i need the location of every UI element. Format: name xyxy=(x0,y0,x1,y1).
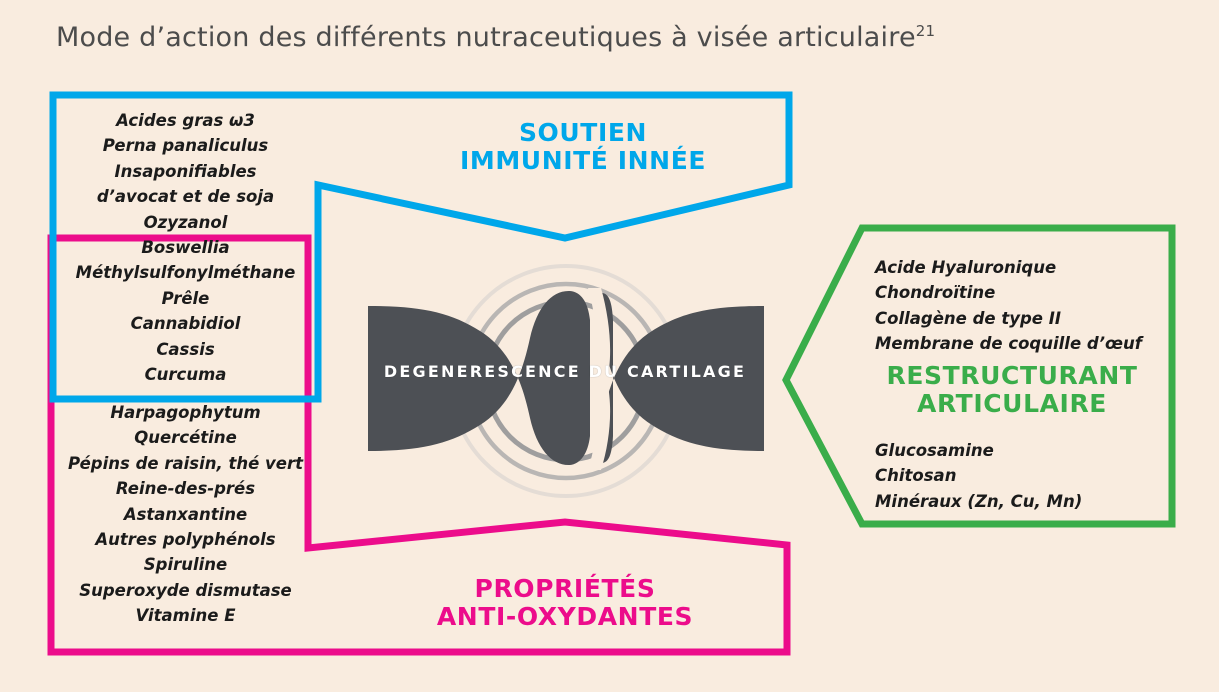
green-panel-heading: RESTRUCTURANT ARTICULAIRE xyxy=(862,361,1162,419)
joint-rings xyxy=(449,264,683,498)
list-item: Superoxyde dismutase xyxy=(79,580,292,600)
list-item: Glucosamine xyxy=(875,441,994,460)
green-panel-heading-line2: ARTICULAIRE xyxy=(917,389,1107,419)
list-item: Boswellia xyxy=(141,238,230,258)
list-item: Minéraux (Zn, Cu, Mn) xyxy=(875,491,1083,511)
page-title: Mode d’action des différents nutraceutiq… xyxy=(56,22,935,53)
list-item: Ozyzanol xyxy=(143,212,228,232)
green-panel-item-list-top: Acide Hyaluronique Chondroïtine Collagèn… xyxy=(875,255,1175,357)
pink-panel-heading: PROPRIÉTÉS ANTI-OXYDANTES xyxy=(400,574,730,632)
pink-panel-heading-line2: ANTI-OXYDANTES xyxy=(436,602,694,632)
list-item: Autres polyphénols xyxy=(95,530,276,550)
list-item: Chitosan xyxy=(875,466,957,486)
list-item: Insaponifiables xyxy=(114,161,257,181)
list-item: Vitamine E xyxy=(135,606,236,626)
green-panel-item-list-bottom: Glucosamine Chitosan Minéraux (Zn, Cu, M… xyxy=(875,438,1175,514)
list-item: Collagène de type II xyxy=(875,308,1061,328)
list-item: Chondroïtine xyxy=(875,283,996,303)
list-item: Spiruline xyxy=(143,555,228,575)
blue-panel-heading-line2: IMMUNITÉ INNÉE xyxy=(459,146,707,176)
list-item: Reine-des-prés xyxy=(115,479,256,499)
list-item: Perna panaliculus xyxy=(102,136,269,156)
list-item: Quercétine xyxy=(134,428,237,448)
green-panel-heading-line1: RESTRUCTURANT xyxy=(886,361,1138,390)
page-title-text: Mode d’action des différents nutraceutiq… xyxy=(56,22,916,53)
blue-panel-item-list: Acides gras ω3 Perna panaliculus Insapon… xyxy=(53,108,318,387)
blue-panel-heading: SOUTIEN IMMUNITÉ INNÉE xyxy=(418,118,748,176)
list-item: Prêle xyxy=(161,288,210,308)
joint-label: DEGENERESCENCE DU CARTILAGE xyxy=(383,362,747,381)
blue-panel-heading-line1: SOUTIEN xyxy=(518,118,648,147)
list-item: Cassis xyxy=(156,339,215,359)
list-item: Acides gras ω3 xyxy=(116,111,255,130)
list-item: Cannabidiol xyxy=(130,314,241,334)
list-item: Curcuma xyxy=(144,365,227,385)
pink-panel-item-list: Harpagophytum Quercétine Pépins de raisi… xyxy=(53,400,318,629)
list-item: d’avocat et de soja xyxy=(96,187,275,207)
list-item: Harpagophytum xyxy=(110,403,261,422)
list-item: Pépins de raisin, thé vert xyxy=(67,453,304,473)
pink-panel-heading-line1: PROPRIÉTÉS xyxy=(474,574,656,603)
list-item: Méthylsulfonylméthane xyxy=(75,263,296,283)
list-item: Acide Hyaluronique xyxy=(875,258,1057,277)
list-item: Membrane de coquille d’œuf xyxy=(875,334,1142,354)
list-item: Astanxantine xyxy=(123,504,248,524)
page-title-footnote-marker: 21 xyxy=(915,22,936,40)
